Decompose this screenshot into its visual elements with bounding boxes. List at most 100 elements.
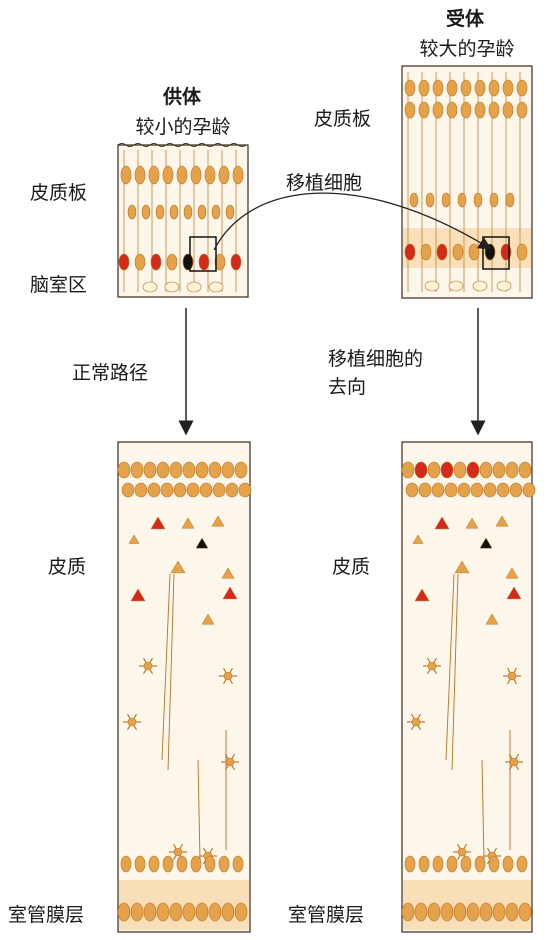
neuron-cell <box>232 165 244 185</box>
transplant-fate-label-line1: 移植细胞的 <box>328 348 424 370</box>
neuron-cell <box>147 482 161 498</box>
neuron-cell <box>432 101 444 119</box>
right-cortex-label: 皮质 <box>332 556 371 578</box>
neuron-cell <box>474 855 486 873</box>
neuron-cell <box>150 253 162 271</box>
neuron-cell <box>223 671 233 681</box>
neuron-cell <box>446 101 458 119</box>
neuron-cell <box>472 280 488 292</box>
neuron-cell <box>404 79 416 97</box>
pyramidal-neuron <box>128 534 140 544</box>
neuron-cell <box>142 281 158 293</box>
neuron-cell <box>199 482 213 498</box>
neuron-cell <box>169 461 183 479</box>
pyramidal-neuron <box>479 537 493 549</box>
neuron-cell <box>446 79 458 97</box>
pyramidal-neuron <box>505 567 519 579</box>
neuron-cell <box>502 79 514 97</box>
donor-panel <box>117 143 249 298</box>
neuron-cell <box>183 204 193 220</box>
pyramidal-neuron <box>495 515 509 527</box>
neuron-cell <box>489 192 499 208</box>
recipient-subtitle: 较大的孕龄 <box>419 38 515 60</box>
neuron-cell <box>414 902 428 922</box>
pyramidal-neuron <box>434 516 450 530</box>
neuron-cell <box>164 281 180 293</box>
neuron-cell <box>516 101 528 119</box>
donor-cortical-plate-label: 皮质板 <box>30 182 88 204</box>
neuron-cell <box>120 165 132 185</box>
transplant-label: 移植细胞 <box>286 172 363 194</box>
neuron-cell <box>218 165 230 185</box>
neuron-cell <box>474 79 486 97</box>
donor-subtitle: 较小的孕龄 <box>135 116 231 138</box>
right-subventricular-label: 室管膜层 <box>288 904 365 926</box>
neuron-cell <box>225 757 235 767</box>
neuron-cell <box>230 253 242 271</box>
neuron-cell <box>134 253 146 271</box>
neuron-cell <box>518 902 532 922</box>
neuron-cell <box>162 165 174 185</box>
neuron-cell <box>225 204 235 220</box>
neuron-cell <box>204 165 216 185</box>
neuron-cell <box>208 461 222 479</box>
neuron-cell <box>457 847 467 857</box>
neuron-cell <box>509 482 523 498</box>
neuron-cell <box>440 902 454 922</box>
neuron-cell <box>127 717 137 727</box>
neuron-cell <box>411 717 421 727</box>
neuron-cell <box>121 482 135 498</box>
neuron-cell <box>160 482 174 498</box>
neuron-cell <box>452 243 464 261</box>
neuron-cell <box>169 204 179 220</box>
neuron-cell <box>502 855 514 873</box>
neuron-cell <box>516 243 528 261</box>
neuron-cell <box>232 855 244 873</box>
left-cortex-label: 皮质 <box>48 556 87 578</box>
neuron-cell <box>446 855 458 873</box>
neuron-cell <box>143 902 157 922</box>
recipient-selected-cell-box <box>482 236 510 270</box>
neuron-cell <box>176 165 188 185</box>
neuron-process <box>481 759 485 861</box>
pyramidal-neuron <box>222 586 238 600</box>
neuron-cell <box>404 243 416 261</box>
neuron-cell <box>479 902 493 922</box>
neuron-cell <box>418 79 430 97</box>
neuron-cell <box>176 855 188 873</box>
neuron-cell <box>496 482 510 498</box>
neuron-cell <box>197 204 207 220</box>
neuron-cell <box>211 204 221 220</box>
pyramidal-neuron <box>465 517 479 529</box>
neuron-cell <box>418 482 432 498</box>
neuron-cell <box>208 281 224 293</box>
neuron-cell <box>134 855 146 873</box>
neuron-process <box>451 573 459 771</box>
neuron-cell <box>156 902 170 922</box>
neuron-cell <box>148 165 160 185</box>
pyramidal-neuron <box>454 560 470 574</box>
neuron-cell <box>436 243 448 261</box>
pyramidal-neuron <box>195 537 209 549</box>
neuron-cell <box>134 482 148 498</box>
neuron-cell <box>182 461 196 479</box>
neuron-cell <box>182 253 194 271</box>
neuron-cell <box>162 855 174 873</box>
pyramidal-neuron <box>485 613 499 625</box>
neuron-cell <box>117 461 131 479</box>
recipient-title: 受体 <box>445 8 484 30</box>
normal-path-label: 正常路径 <box>72 362 149 384</box>
pyramidal-neuron <box>201 613 215 625</box>
neuron-cell <box>405 482 419 498</box>
neuron-cell <box>214 253 226 271</box>
neuron-cell <box>507 671 517 681</box>
neuron-cell <box>195 461 209 479</box>
neuron-cell <box>418 855 430 873</box>
neuron-cell <box>441 192 451 208</box>
neuron-cell <box>173 847 183 857</box>
left-subventricular-label: 室管膜层 <box>8 904 85 926</box>
neuron-cell <box>488 79 500 97</box>
donor-title: 供体 <box>162 86 201 108</box>
neuron-cell <box>169 902 183 922</box>
